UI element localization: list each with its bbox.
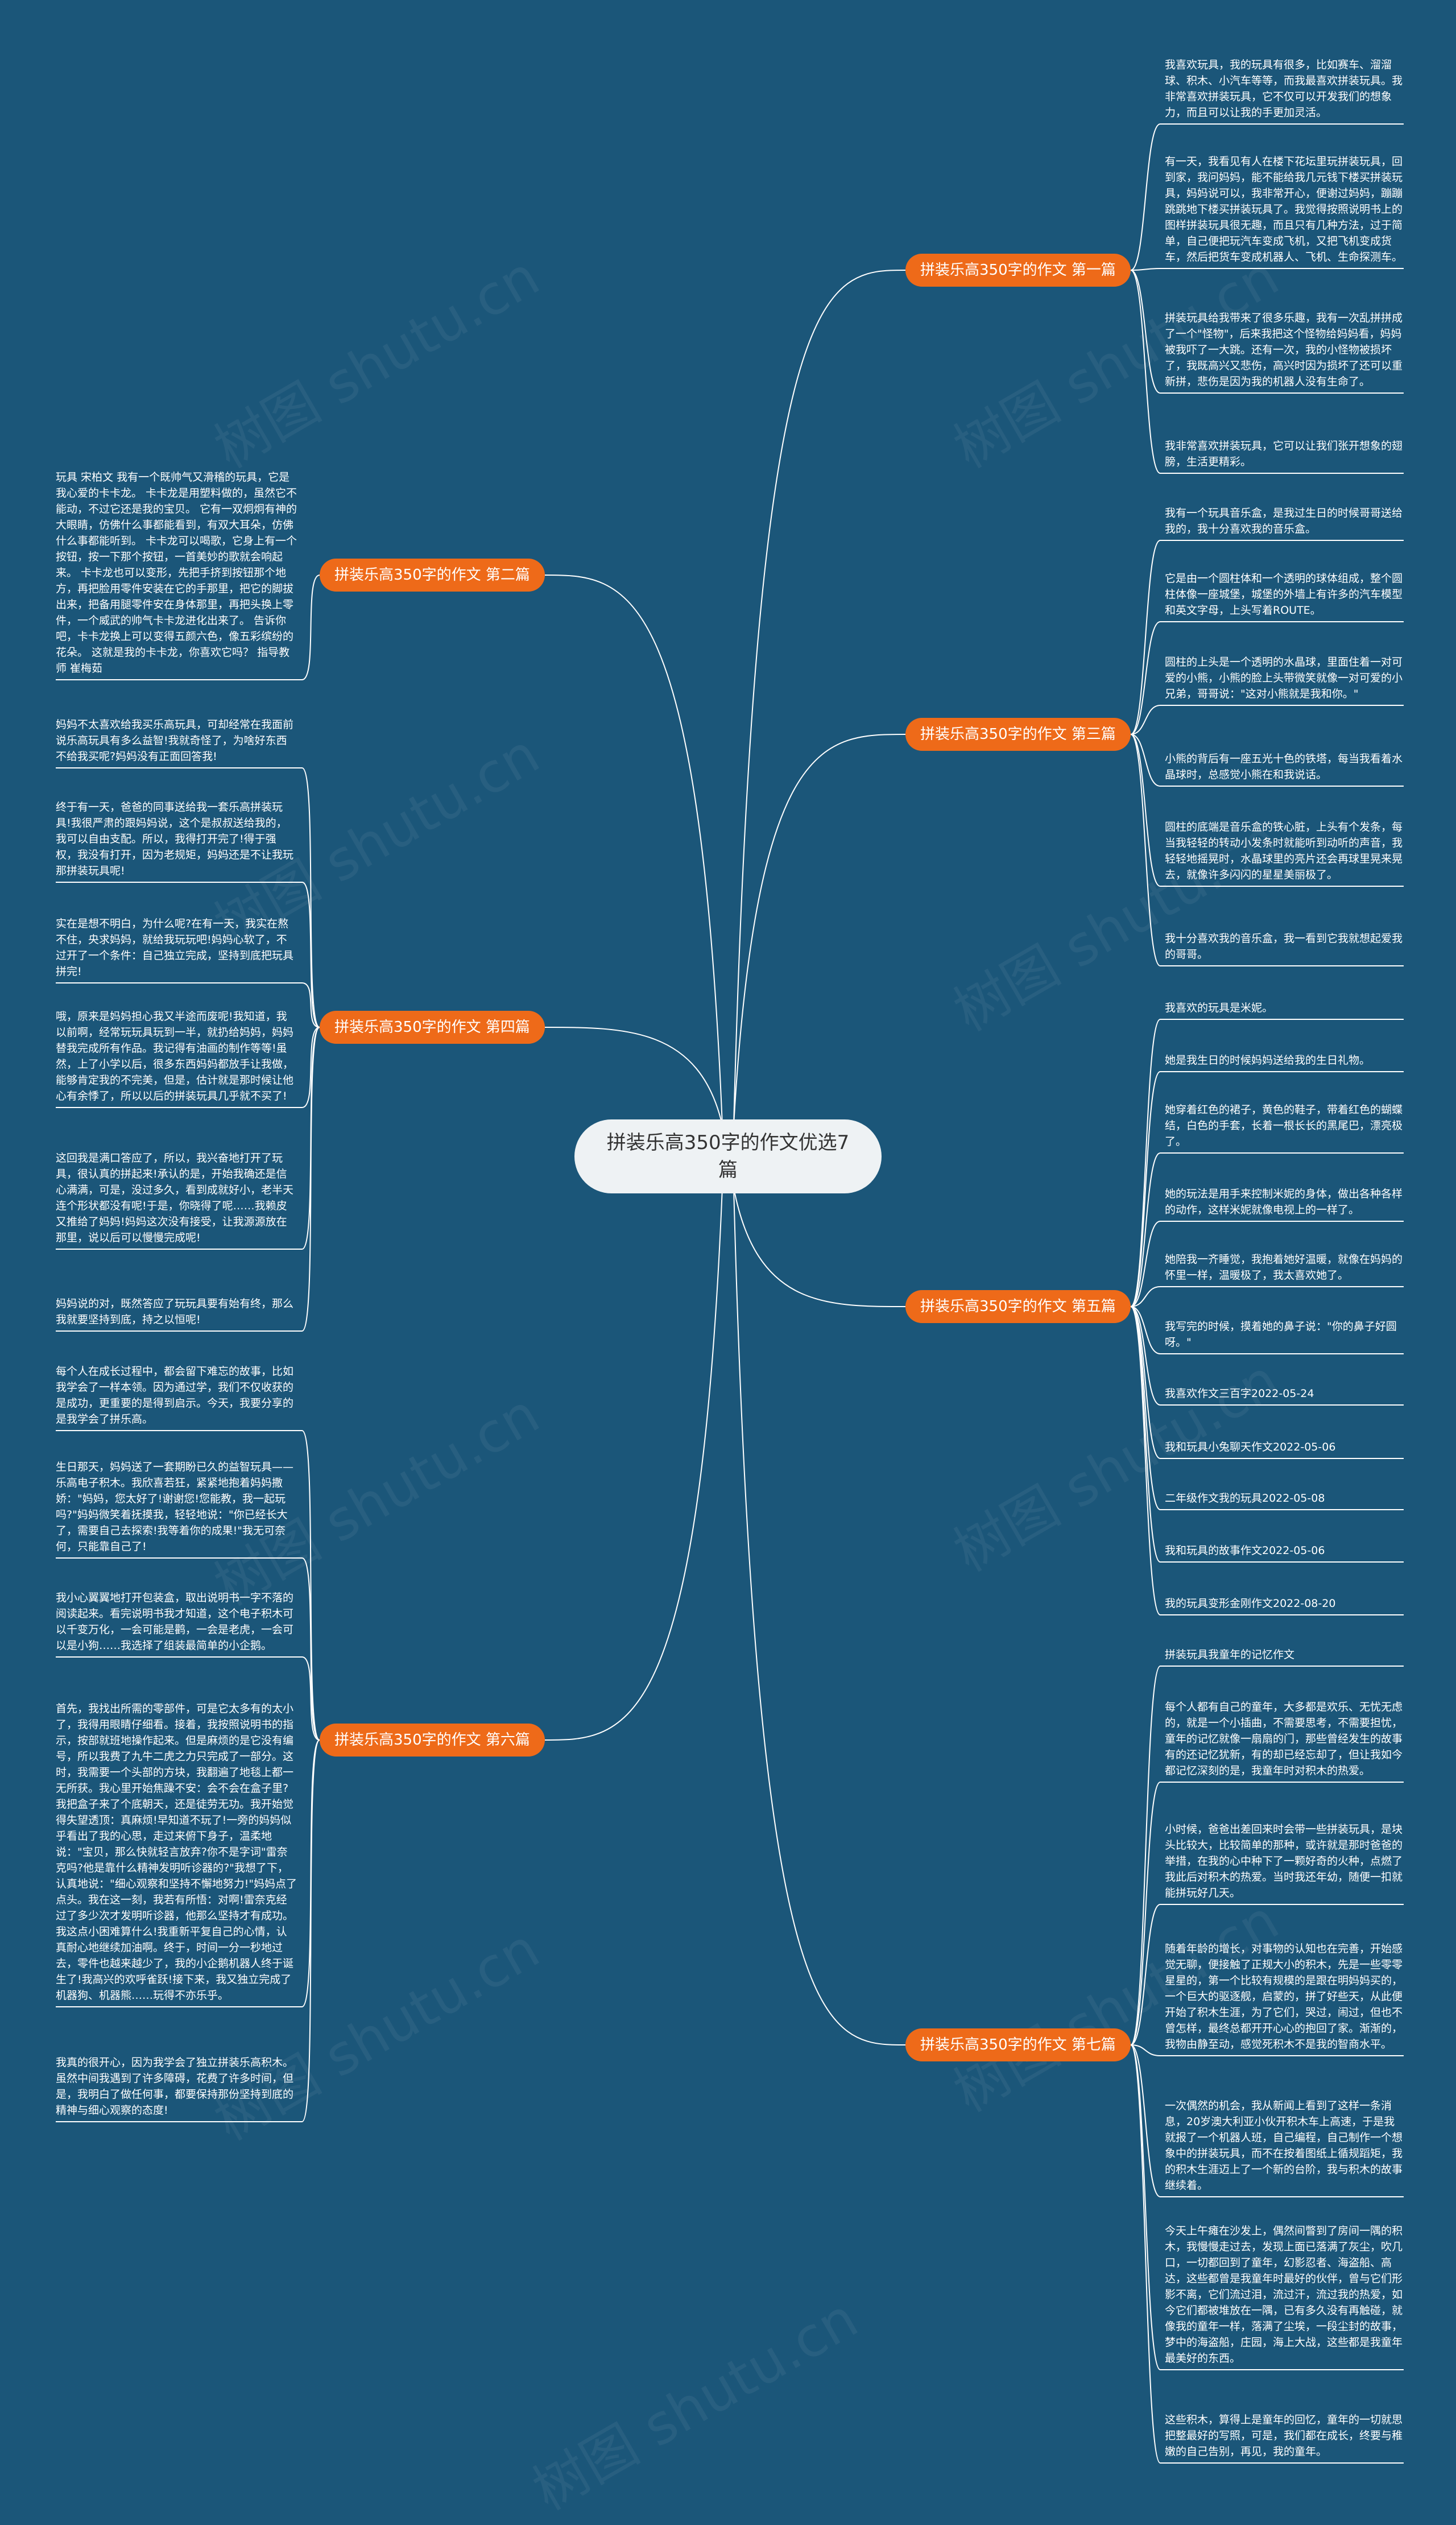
connector-leaf [1130,734,1404,966]
leaf-note: 我和玩具小兔聊天作文2022-05-06 [1165,1441,1336,1453]
connector-leaf [1130,1306,1404,1510]
branch-topic-7[interactable]: 拼装乐高350字的作文 第七篇 [905,2028,1131,2061]
leaf-note: 我的玩具变形金刚作文2022-08-20 [1165,1597,1336,1610]
connector-leaf [1130,621,1404,735]
connector-leaf [1130,123,1404,271]
leaf-note: 二年级作文我的玩具2022-05-08 [1165,1492,1325,1505]
connector-leaf [1130,268,1404,271]
leaf-note: 实在是想不明白，为什么呢?在有一天，我实在熬不住，央求妈妈，就给我玩玩吧!妈妈心… [56,918,294,978]
leaf-note: 今天上午瘫在沙发上，偶然间瞥到了房间一隅的积木，我慢慢走过去，发现上面已落满了灰… [1165,2225,1403,2365]
connector-leaf [1130,1071,1404,1307]
connector-center-branch-1 [733,270,906,1126]
connector-leaf [1130,2044,1404,2370]
leaf-note: 生日那天，妈妈送了一套期盼已久的益智玩具——乐高电子积木。我欣喜若狂，紧紧地抱着… [56,1461,294,1553]
connector-center-branch-4 [544,1027,723,1126]
leaf-note: 我喜欢玩具，我的玩具有很多，比如赛车、溜溜球、积木、小汽车等等，而我最喜欢拼装玩… [1165,59,1403,119]
leaf-note: 我喜欢作文三百字2022-05-24 [1165,1387,1314,1400]
leaf-note: 每个人都有自己的童年，大多都是欢乐、无忧无虑的，就是一个小插曲，不需要思考，不需… [1165,1701,1403,1777]
branch-topic-2[interactable]: 拼装乐高350字的作文 第二篇 [320,559,545,592]
leaf-note: 她穿着红色的裙子，黄色的鞋子，带着红色的蝴蝶结，白色的手套，长着一根长长的黑尾巴… [1165,1104,1403,1148]
branch-topic-6[interactable]: 拼装乐高350字的作文 第六篇 [320,1724,545,1757]
connector-leaf [56,1557,320,1741]
leaf-note: 这回我是满口答应了，所以，我兴奋地打开了玩具，很认真的拼起来!承认的是，开始我确… [56,1152,294,1244]
leaf-note: 妈妈说的对，既然答应了玩玩具要有始有终，那么我就要坚持到底，持之以恒呢! [56,1297,294,1326]
connector-leaf [1130,1904,1404,2045]
connector-leaf [1130,2044,1404,2197]
connector-leaf [1130,2044,1404,2056]
connector-leaf [56,1656,320,1741]
leaf-note: 我非常喜欢拼装玩具，它可以让我们张开想象的翅膀，生活更精彩。 [1165,440,1403,468]
connector-leaf [1130,734,1404,787]
leaf-note: 我和玩具的故事作文2022-05-06 [1165,1544,1325,1557]
leaf-note: 这些积木，算得上是童年的回忆，童年的一切就思把整最好的写照，可是，我们都在成长，… [1165,2414,1403,2458]
connector-lines [56,123,1404,2464]
leaf-note: 我小心翼翼地打开包装盒，取出说明书一字不落的阅读起来。看完说明书我才知道，这个电… [56,1592,294,1652]
branch-topic-3[interactable]: 拼装乐高350字的作文 第三篇 [905,718,1131,751]
connector-leaf [56,882,320,1028]
leaf-note: 玩具 宋柏文 我有一个既帅气又滑稽的玩具，它是我心爱的卡卡龙。 卡卡龙是用塑料做… [56,471,297,675]
connector-leaf [1130,270,1404,394]
connector-leaf [1130,1221,1404,1307]
leaf-note: 圆柱的底端是音乐盒的铁心脏，上头有个发条，每当我轻轻的转动小发条时就能听到动听的… [1165,821,1403,881]
connector-leaf [1130,1666,1404,2045]
branch-topic-1[interactable]: 拼装乐高350字的作文 第一篇 [905,254,1131,287]
leaf-note: 圆柱的上头是一个透明的水晶球，里面住着一对可爱的小熊，小熊的脸上头带微笑就像一对… [1165,656,1403,700]
leaf-note: 首先，我找出所需的零部件，可是它太多有的太小了，我得用眼睛仔细看。接着，我按照说… [56,1702,297,2002]
connector-center-branch-7 [733,1187,906,2045]
connector-center-branch-3 [733,734,906,1126]
leaf-note: 她是我生日的时候妈妈送给我的生日礼物。 [1165,1054,1371,1067]
connector-leaf [1130,1286,1404,1307]
leaf-note: 我十分喜欢我的音乐盒，我一看到它我就想起爱我的哥哥。 [1165,932,1403,961]
leaf-note: 我有一个玩具音乐盒，是我过生日的时候哥哥送给我的，我十分喜欢我的音乐盒。 [1165,507,1403,535]
connector-center-branch-2 [544,575,723,1126]
leaf-note: 随着年龄的增长，对事物的认知也在完善，开始感觉无聊，便接触了正规大小的积木，先是… [1165,1943,1403,2051]
leaf-note: 我喜欢的玩具是米妮。 [1165,1002,1273,1014]
connector-center-branch-5 [733,1187,906,1307]
branch-topic-5[interactable]: 拼装乐高350字的作文 第五篇 [905,1290,1131,1323]
connector-leaf [56,767,320,1028]
leaf-note: 它是由一个圆柱体和一个透明的球体组成，整个圆柱体像一座城堡，城堡的外墙上有许多的… [1165,572,1403,617]
leaf-note: 她陪我一齐睡觉，我抱着她好温暖，就像在妈妈的怀里一样，温暖极了，我太喜欢她了。 [1165,1253,1403,1282]
leaf-note: 终于有一天，爸爸的同事送给我一套乐高拼装玩具!我很严肃的跟妈妈说，这个是叔叔送给… [56,801,294,877]
leaf-note: 我写完的时候，摸着她的鼻子说："你的鼻子好圆呀。" [1165,1320,1397,1349]
connector-leaf [56,1027,320,1332]
connector-leaf [1130,270,1404,474]
leaf-note: 每个人在成长过程中，都会留下难忘的故事，比如我学会了一样本领。因为通过学，我们不… [56,1365,294,1425]
leaf-note: 一次偶然的机会，我从新闻上看到了这样一条消息，20岁澳大利亚小伙开积木车上高速，… [1165,2100,1403,2192]
connector-leaf [1130,705,1404,735]
leaf-note: 有一天，我看见有人在楼下花坛里玩拼装玩具，回到家，我问妈妈，能不能给我几元钱下楼… [1165,155,1403,263]
leaf-note: 妈妈不太喜欢给我买乐高玩具，可却经常在我面前说乐高玩具有多么益智!我就奇怪了，为… [56,718,294,763]
connector-leaf [1130,1306,1404,1459]
connector-leaf [1130,1306,1404,1615]
connector-leaf [56,575,320,680]
leaf-note: 小熊的背后有一座五光十色的铁塔，每当我看着水晶球时，总感觉小熊在和我说话。 [1165,753,1403,781]
connector-leaf [56,1739,320,2122]
connector-leaf [1130,1782,1404,2045]
connector-leaf [1130,1306,1404,1406]
connector-leaf [1130,734,1404,887]
connector-leaf [56,982,320,1028]
connector-leaf [1130,540,1404,735]
leaf-note: 小时候，爸爸出差回来时会带一些拼装玩具，是块头比较大，比较简单的那种，或许就是那… [1165,1823,1403,1899]
connector-center-branch-6 [544,1187,723,1741]
leaf-note: 拼装玩具给我带来了很多乐趣，我有一次乱拼拼成了一个"怪物"，后来我把这个怪物给妈… [1165,312,1403,388]
connector-leaf [56,1430,320,1741]
connector-leaf [56,1027,320,1108]
leaf-note: 我真的很开心，因为我学会了独立拼装乐高积木。虽然中间我遇到了许多障碍，花费了许多… [56,2056,294,2117]
connector-leaf [1130,2044,1404,2464]
connector-leaf [1130,1019,1404,1307]
central-topic[interactable]: 拼装乐高350字的作文优选7篇 [574,1119,882,1193]
connector-leaf [1130,1152,1404,1307]
leaf-note: 哦，原来是妈妈担心我又半途而废呢!我知道，我以前啊，经常玩玩具玩到一半，就扔给妈… [56,1010,294,1102]
leaf-note: 她的玩法是用手来控制米妮的身体，做出各种各样的动作，这样米妮就像电视上的一样了。 [1165,1188,1403,1216]
branch-topic-4[interactable]: 拼装乐高350字的作文 第四篇 [320,1011,545,1044]
connector-leaf [1130,1306,1404,1354]
leaf-note: 拼装玩具我童年的记忆作文 [1165,1648,1295,1661]
